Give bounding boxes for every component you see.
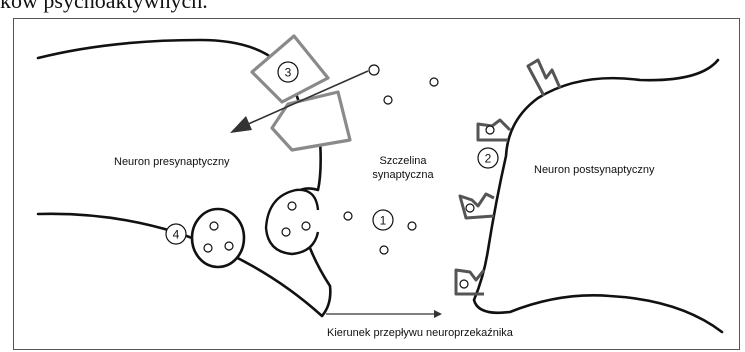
vesicle-neurotransmitter: [210, 222, 218, 230]
neurotransmitter-molecule: [408, 222, 416, 230]
presynaptic-neuron-label: Neuron presynaptyczny: [114, 156, 230, 168]
flow-direction-label: Kierunek przepływu neuroprzekaźnika: [327, 327, 514, 339]
bound-neurotransmitter: [466, 204, 474, 212]
vesicle-neurotransmitter: [225, 242, 233, 250]
vesicle-neurotransmitter: [302, 222, 310, 230]
bound-neurotransmitter: [460, 280, 468, 288]
vesicle-neurotransmitter: [288, 202, 296, 210]
neurotransmitter-molecule: [344, 212, 352, 220]
synaptic-cleft-label-line1: Szczelina: [379, 155, 427, 167]
postsynaptic-neuron-outline: [474, 60, 722, 332]
bound-neurotransmitter: [486, 126, 494, 134]
marker-number-2: 2: [485, 152, 492, 166]
synaptic-vesicle: [192, 209, 244, 267]
neurotransmitter-molecule: [384, 96, 392, 104]
fusing-vesicle: [266, 190, 318, 254]
reuptake-arrowhead: [230, 116, 252, 133]
marker-number-1: 1: [380, 214, 387, 228]
marker-number-3: 3: [285, 66, 292, 80]
postsynaptic-neuron-label: Neuron postsynaptyczny: [534, 164, 655, 176]
flow-direction-arrowhead: [434, 310, 442, 318]
neurotransmitter-molecule: [380, 246, 388, 254]
neurotransmitter-molecule: [369, 65, 379, 75]
vesicle-neurotransmitter: [204, 244, 212, 252]
vesicle-neurotransmitter: [282, 228, 290, 236]
synaptic-cleft-label-line2: synaptyczna: [372, 169, 434, 181]
postsynaptic-receptor: [528, 60, 560, 96]
marker-number-4: 4: [173, 228, 180, 242]
postsynaptic-receptor: [460, 194, 494, 218]
neurotransmitter-molecule: [430, 78, 438, 86]
